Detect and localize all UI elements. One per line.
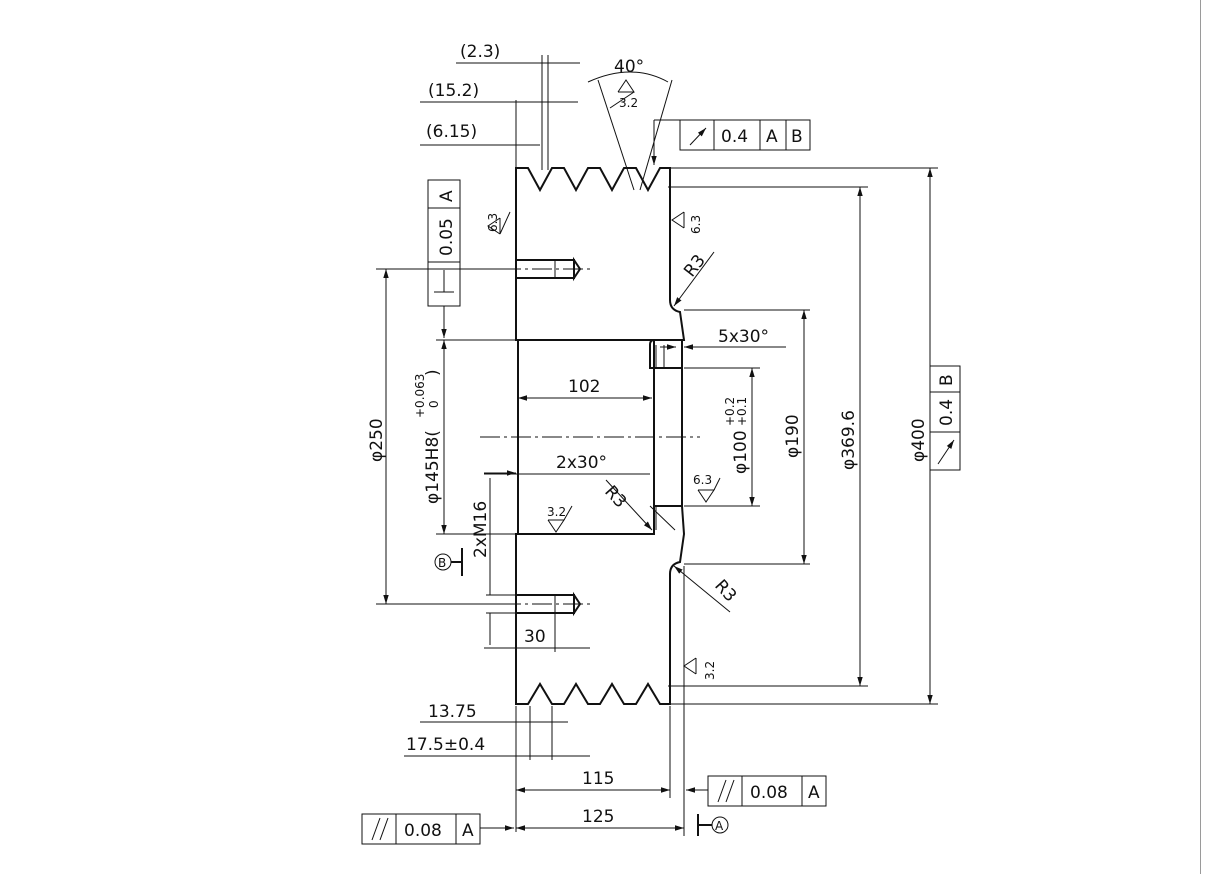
dim-dia-250: [376, 268, 520, 605]
dim-dia-190-text: φ190: [783, 414, 803, 458]
dim-pitch-17-5: 17.5±0.4: [406, 735, 485, 755]
roughness-right-face-bottom-text: 3.2: [703, 661, 717, 680]
perpendicular-datum: A: [437, 190, 457, 202]
dim-dia-100-tol-low: +0.1: [735, 397, 749, 426]
dim-dia-145-tol-low: 0: [427, 400, 441, 408]
dim-len-125-text: 125: [582, 807, 614, 827]
perpendicular-frame: [427, 179, 461, 338]
roughness-left-face-text: 6.3: [486, 213, 500, 232]
dim-angle-40-text: 40°: [614, 57, 644, 77]
dim-r3-mid-line: [605, 479, 653, 531]
roughness-bore-text: 3.2: [547, 505, 566, 519]
page-border: [1200, 0, 1201, 874]
roughness-right-face-top: [671, 211, 685, 229]
dim-dia-100-tol-up: +0.2: [723, 397, 737, 426]
dim-dia-400-text: φ400: [909, 418, 929, 462]
parallel-frame-left: [361, 813, 514, 845]
dim-dia-369: [668, 186, 868, 687]
datum-b: [434, 548, 463, 576]
dim-dia-250-text: φ250: [367, 418, 387, 462]
runout-right-datum: B: [937, 374, 957, 386]
dim-2-3: (2.3): [460, 42, 500, 62]
runout-top-datum-a: A: [766, 127, 778, 147]
runout-right-value: 0.4: [937, 399, 957, 426]
parallel-right-datum: A: [808, 783, 820, 803]
datum-a-text: A: [715, 819, 724, 833]
parallel-left-datum: A: [462, 821, 474, 841]
dim-pitch-13-75: 13.75: [428, 702, 477, 722]
datum-b-text: B: [438, 556, 446, 570]
dim-angle-40: [587, 71, 673, 191]
runout-top-datum-b: B: [791, 127, 803, 147]
dim-6-15: (6.15): [426, 122, 477, 142]
dim-pitch: [404, 706, 590, 760]
dim-15-2: (15.2): [428, 81, 479, 101]
dim-r3-top-line: [673, 251, 715, 307]
dim-len-115: [515, 566, 685, 836]
roughness-bore: [547, 505, 573, 533]
roughness-left-face: [487, 211, 511, 235]
dim-dia-145-text: φ145H8(: [423, 430, 443, 504]
dim-thread-text: 2xM16: [471, 501, 491, 558]
dim-thread: [484, 470, 516, 645]
section-bottom: [515, 505, 686, 705]
dim-dia-145: [436, 339, 520, 535]
dim-r3-mid: R3: [600, 482, 630, 512]
dim-chamfer-2x30: 2x30°: [556, 453, 607, 473]
dim-len-115-text: 115: [582, 769, 614, 789]
parallel-left-value: 0.08: [404, 821, 442, 841]
roughness-right-face-top-text: 6.3: [689, 215, 703, 234]
runout-frame-top: [651, 119, 811, 165]
roughness-bore-step-text: 6.3: [693, 473, 712, 487]
dim-chamfer-5x30: 5x30°: [718, 327, 769, 347]
parallel-right-value: 0.08: [750, 783, 788, 803]
roughness-top-groove: [609, 79, 635, 109]
datum-a: [697, 814, 729, 836]
dim-r3-bottom: R3: [710, 576, 740, 606]
dim-dia-100-text: φ100: [731, 430, 751, 474]
perpendicular-value: 0.05: [437, 218, 457, 256]
runout-frame-right: [929, 365, 961, 471]
dim-groove-offsets: [420, 55, 580, 170]
dim-dia-369-text: φ369.6: [839, 410, 859, 470]
roughness-bore-step: [697, 477, 721, 503]
runout-top-value: 0.4: [721, 127, 748, 147]
roughness-top-groove-text: 3.2: [619, 96, 638, 110]
dim-depth-30: [484, 613, 590, 652]
parallel-frame-right: [686, 775, 827, 807]
dim-r3-top: R3: [680, 251, 710, 281]
dim-dia-145-tol-up: +0.063: [413, 374, 427, 418]
dim-dia-190: [684, 309, 810, 565]
dim-dia-100: [684, 367, 760, 507]
section-top: [515, 167, 686, 369]
dim-dia-145-close: ): [423, 369, 443, 376]
dim-r3-bottom-line: [673, 565, 731, 613]
dim-len-102: 102: [568, 377, 600, 397]
roughness-right-face-bottom: [683, 657, 697, 675]
dim-depth-30-text: 30: [524, 627, 546, 647]
